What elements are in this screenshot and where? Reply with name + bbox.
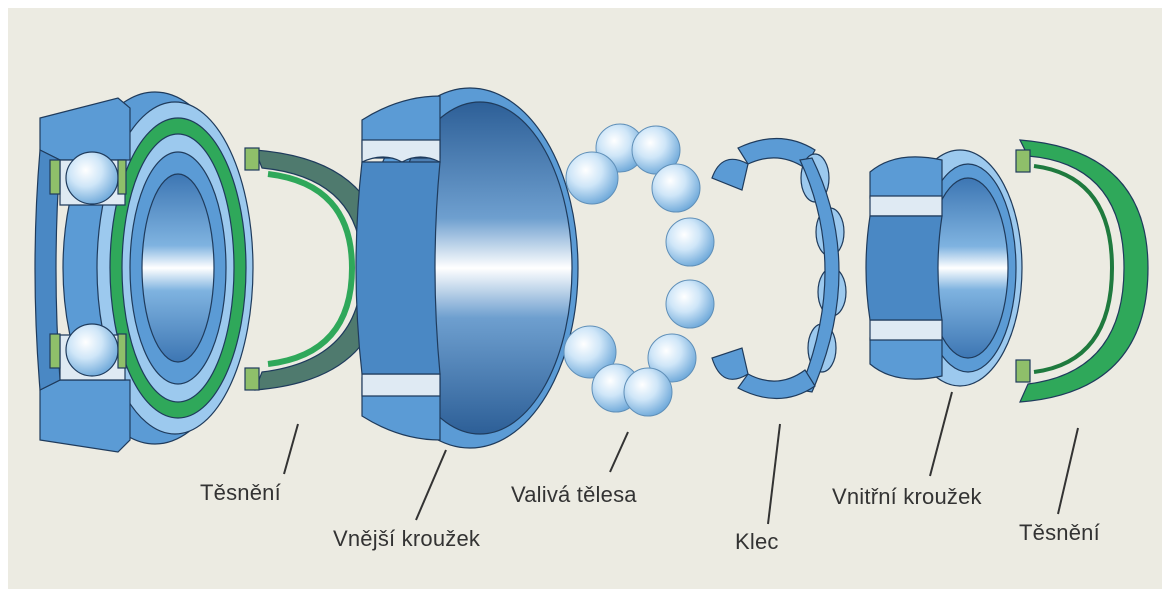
outer-ring-part	[356, 88, 578, 448]
inner-ring-part	[866, 150, 1022, 386]
label-inner-ring: Vnitřní kroužek	[832, 484, 982, 510]
cage-part	[712, 138, 846, 398]
label-cage: Klec	[735, 529, 779, 555]
rolling-balls	[564, 124, 714, 416]
assembled-bearing	[35, 92, 253, 452]
label-seal-left: Těsnění	[200, 480, 281, 506]
label-seal-right: Těsnění	[1019, 520, 1100, 546]
label-rolling-elements: Valivá tělesa	[511, 482, 637, 508]
label-outer-ring: Vnější kroužek	[333, 526, 480, 552]
seal-right	[1016, 140, 1148, 402]
